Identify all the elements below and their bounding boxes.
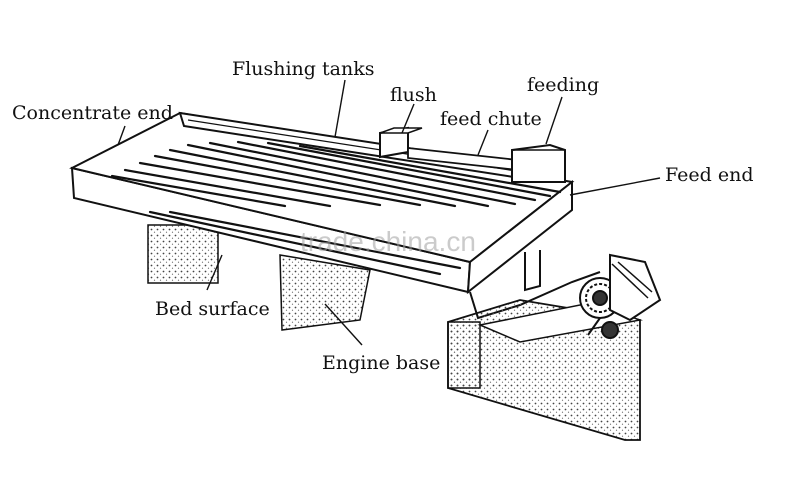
leader-concentrate-end [117, 125, 126, 146]
label-feed-end: Feed end [665, 164, 754, 186]
leader-flushing-tanks [334, 79, 346, 138]
label-bed-surface: Bed surface [155, 298, 270, 320]
leader-engine-base [324, 303, 363, 346]
leader-feeding [545, 96, 563, 145]
label-flushing-tanks: Flushing tanks [232, 58, 375, 80]
left-foundation-block [147, 224, 219, 284]
leader-lines [117, 79, 661, 346]
drive-mechanism [579, 253, 662, 339]
label-feed-chute: feed chute [440, 108, 542, 130]
leader-flush [401, 103, 415, 134]
label-flush: flush [390, 84, 437, 106]
leader-bed-surface [206, 254, 223, 291]
watermark: trade.china.cn [300, 226, 476, 257]
leader-feed-chute [477, 129, 489, 156]
leader-feed-end [569, 177, 661, 196]
label-engine-base: Engine base [322, 352, 441, 374]
feeding-box [511, 143, 566, 183]
engine-base-support [279, 254, 371, 331]
drive-base-block [447, 299, 643, 441]
label-feeding: feeding [527, 74, 600, 96]
label-concentrate-end: Concentrate end [12, 102, 173, 124]
bed-riffles [110, 140, 562, 276]
